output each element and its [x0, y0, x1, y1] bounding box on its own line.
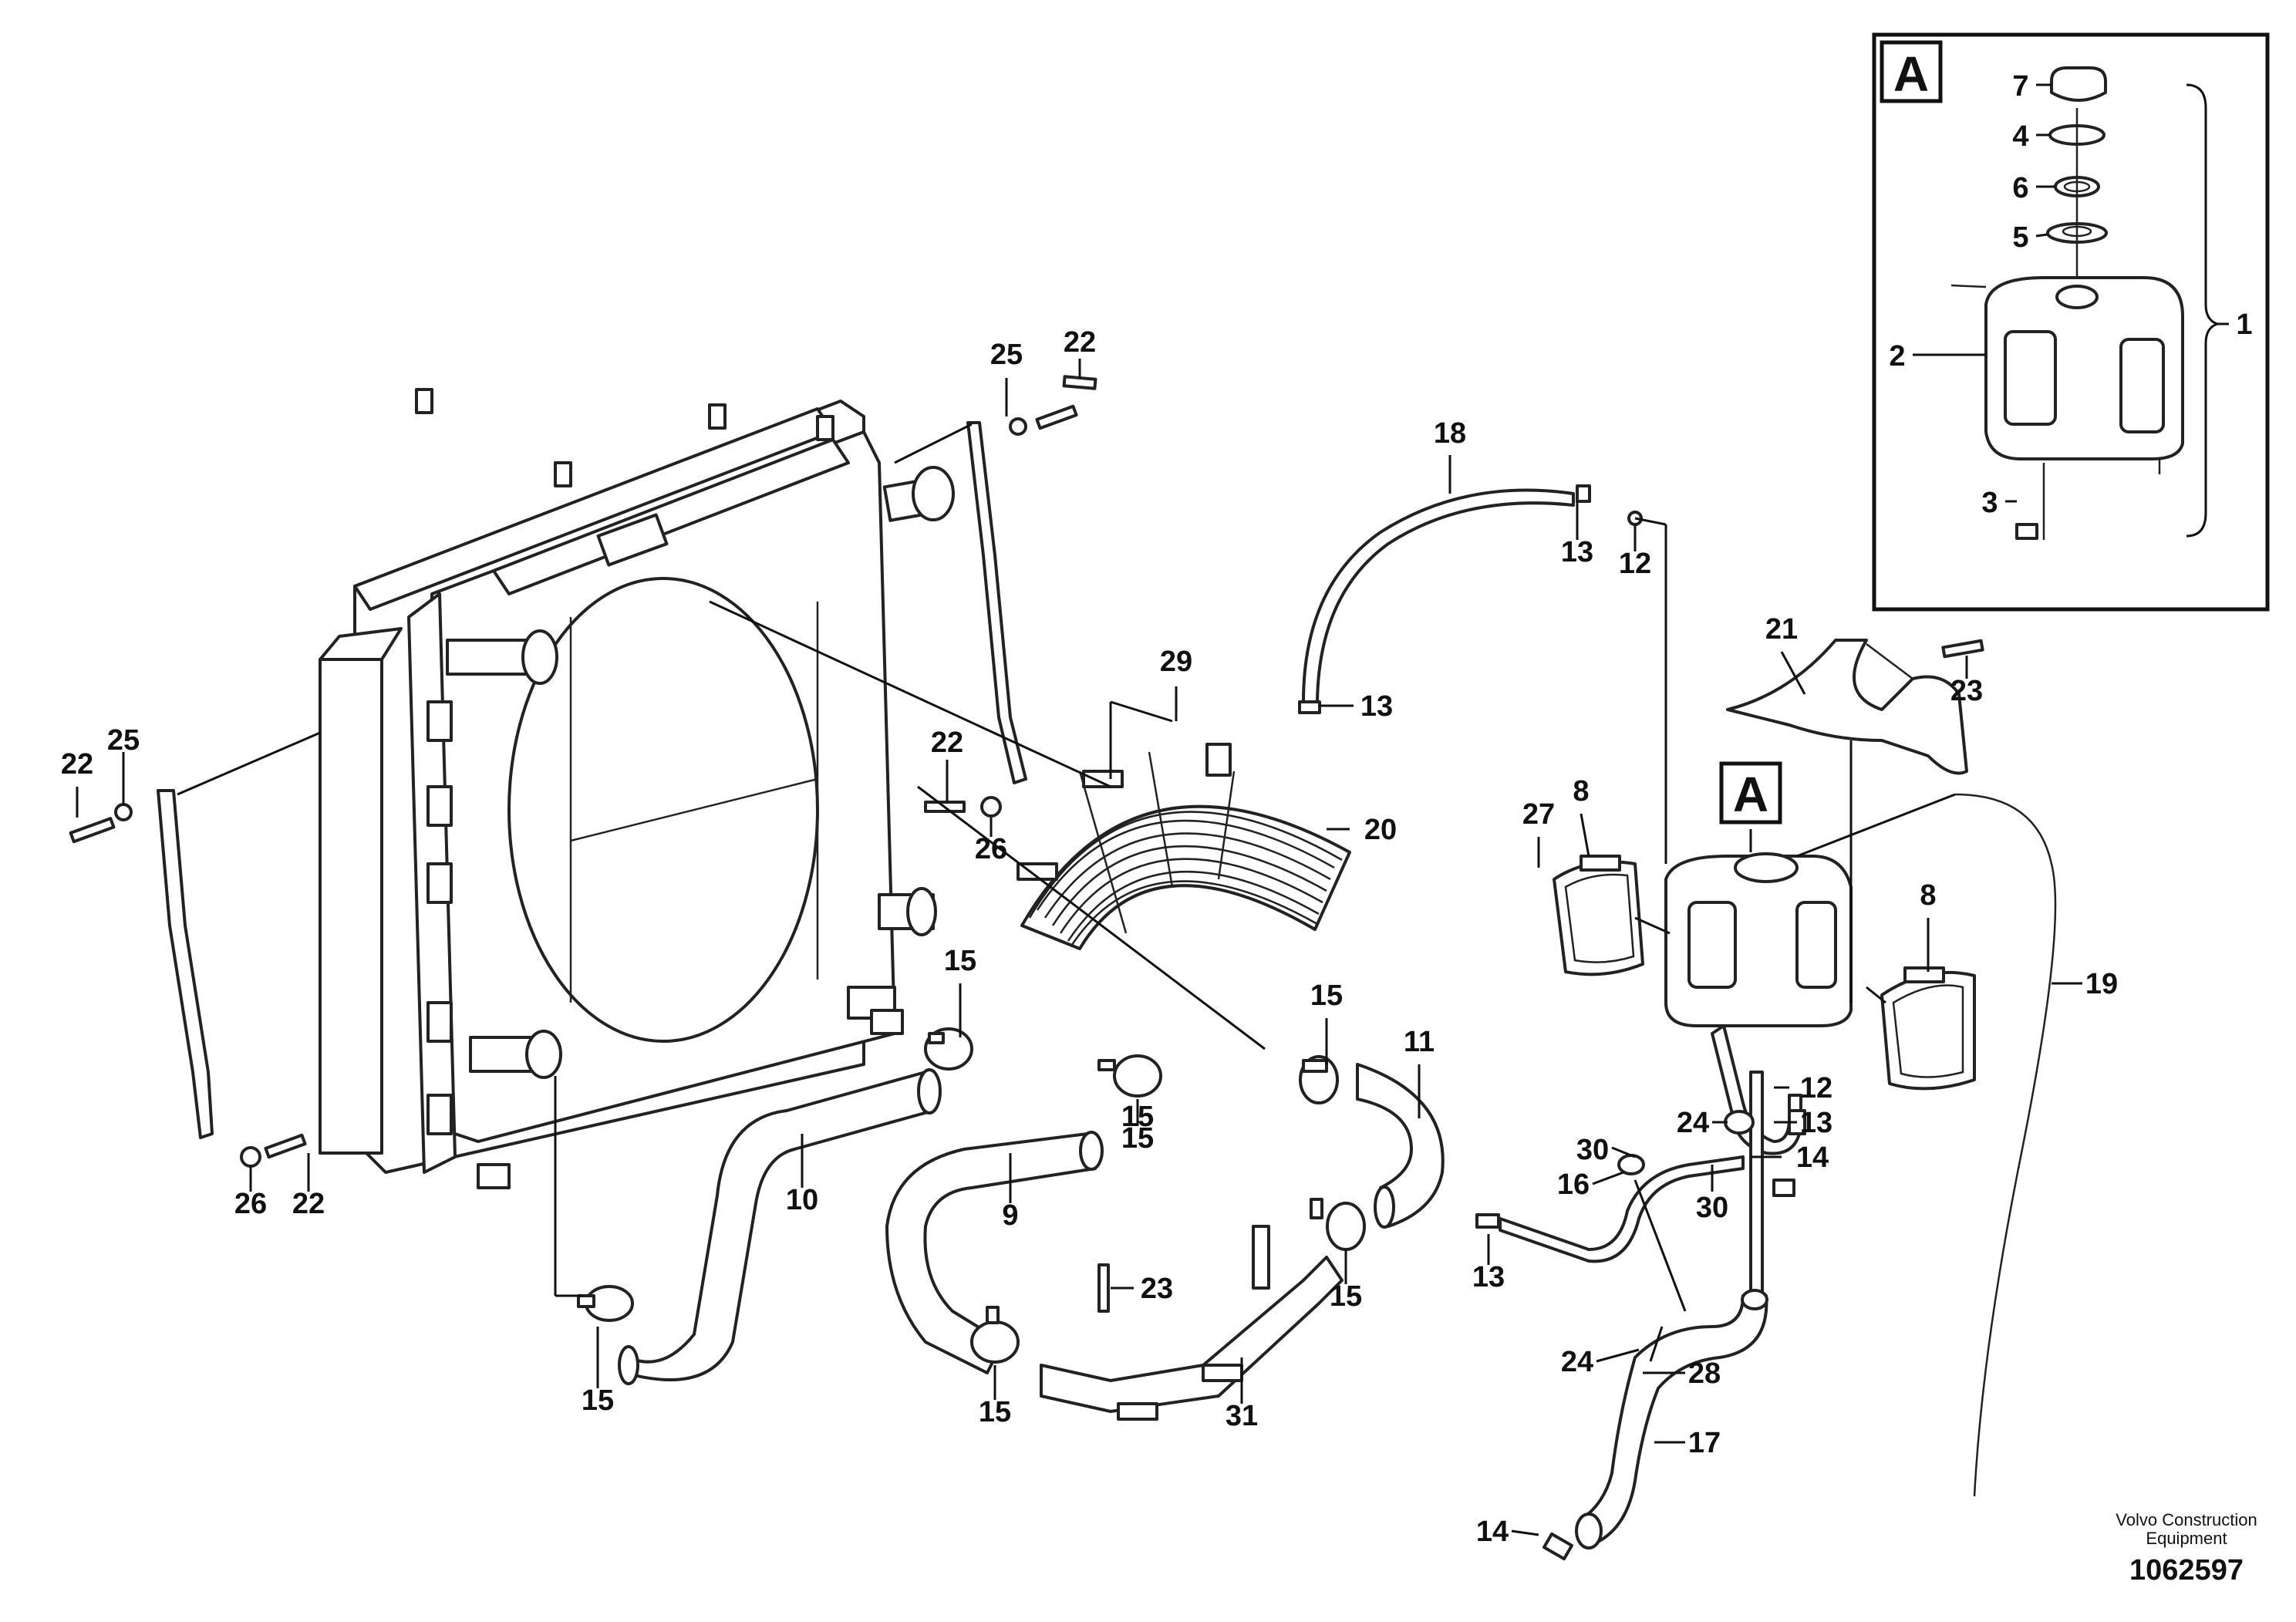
label-24-lower: 24 — [1561, 1346, 1593, 1378]
label-29: 29 — [1160, 646, 1192, 678]
label-2: 2 — [1889, 340, 1905, 373]
drawing-number: 1062597 — [2129, 1554, 2244, 1587]
label-15-b: 15 — [1121, 1122, 1154, 1155]
label-10: 10 — [786, 1184, 818, 1216]
detail-box-title: A — [1893, 46, 1929, 102]
label-16: 16 — [1557, 1168, 1590, 1201]
mounting-bands — [1553, 855, 1976, 1091]
label-5: 5 — [2012, 221, 2028, 254]
label-22-mid: 22 — [931, 727, 963, 759]
label-8-right: 8 — [1920, 879, 1936, 912]
label-13-b: 13 — [1561, 536, 1593, 568]
expansion-tank — [1664, 852, 1853, 1027]
label-25-left: 25 — [107, 724, 140, 757]
callout-a: A — [1733, 767, 1768, 822]
label-15-g: 15 — [1121, 1101, 1154, 1133]
label-14-upper: 14 — [1796, 1141, 1829, 1174]
label-22-bottom: 22 — [292, 1188, 325, 1220]
label-25-top: 25 — [990, 339, 1023, 371]
label-12-a: 12 — [1619, 548, 1651, 580]
label-26-left: 26 — [234, 1188, 267, 1220]
label-22-top: 22 — [1064, 326, 1096, 359]
label-19: 19 — [2085, 968, 2118, 1000]
label-17: 17 — [1688, 1427, 1721, 1459]
label-12-b: 12 — [1800, 1072, 1832, 1104]
leader-lines — [76, 83, 2229, 1536]
label-3: 3 — [1981, 487, 1998, 519]
hose-9 — [885, 1131, 1104, 1374]
label-22-left: 22 — [61, 748, 93, 781]
label-14-lower: 14 — [1476, 1516, 1509, 1548]
label-30-left: 30 — [1576, 1134, 1609, 1166]
support-rods — [157, 421, 1027, 1139]
label-4: 4 — [2012, 120, 2028, 153]
label-15-c: 15 — [1310, 980, 1343, 1012]
brand-line-1: Volvo Construction — [2116, 1510, 2257, 1529]
bracket-21 — [1726, 639, 1968, 775]
label-7: 7 — [2012, 70, 2028, 103]
fan-guard — [1017, 743, 1351, 950]
label-1: 1 — [2236, 309, 2252, 341]
hose-clamps — [577, 1027, 1366, 1364]
radiator-assembly — [319, 388, 955, 1189]
lower-hoses — [1475, 1024, 1806, 1561]
hose-11 — [1356, 1063, 1445, 1229]
fasteners — [69, 375, 1984, 1313]
label-9: 9 — [1002, 1199, 1018, 1232]
label-15-e: 15 — [979, 1396, 1011, 1428]
label-13-a: 13 — [1360, 690, 1393, 723]
label-30-right: 30 — [1696, 1192, 1728, 1224]
hose-18 — [1298, 484, 1643, 714]
label-6: 6 — [2012, 172, 2028, 204]
hose-19 — [1954, 793, 2057, 1497]
label-23-right: 23 — [1950, 675, 1983, 707]
label-18: 18 — [1434, 417, 1466, 450]
footer: Volvo Construction Equipment 1062597 — [2116, 1510, 2257, 1587]
label-8-left: 8 — [1573, 775, 1589, 808]
label-11: 11 — [1404, 1026, 1435, 1058]
label-21: 21 — [1765, 613, 1798, 646]
callout-labels: A 7 4 6 5 1 2 3 A 25 22 22 25 29 22 26 2… — [61, 46, 2253, 1548]
label-23-mid: 23 — [1141, 1273, 1173, 1305]
label-15-d: 15 — [582, 1384, 614, 1417]
label-20: 20 — [1364, 814, 1397, 846]
label-26-mid: 26 — [975, 833, 1007, 865]
label-28: 28 — [1688, 1357, 1721, 1390]
label-13-c: 13 — [1800, 1107, 1832, 1139]
label-27: 27 — [1522, 798, 1555, 831]
label-31: 31 — [1226, 1400, 1258, 1432]
hose-10 — [618, 1068, 942, 1385]
detail-box-a — [1872, 32, 2270, 612]
pipe-31 — [1040, 1225, 1344, 1421]
label-15-f: 15 — [1330, 1280, 1362, 1313]
label-15-a: 15 — [944, 945, 976, 977]
label-24-upper: 24 — [1677, 1107, 1709, 1139]
label-13-d: 13 — [1472, 1261, 1505, 1293]
brand-line-2: Equipment — [2146, 1529, 2227, 1548]
